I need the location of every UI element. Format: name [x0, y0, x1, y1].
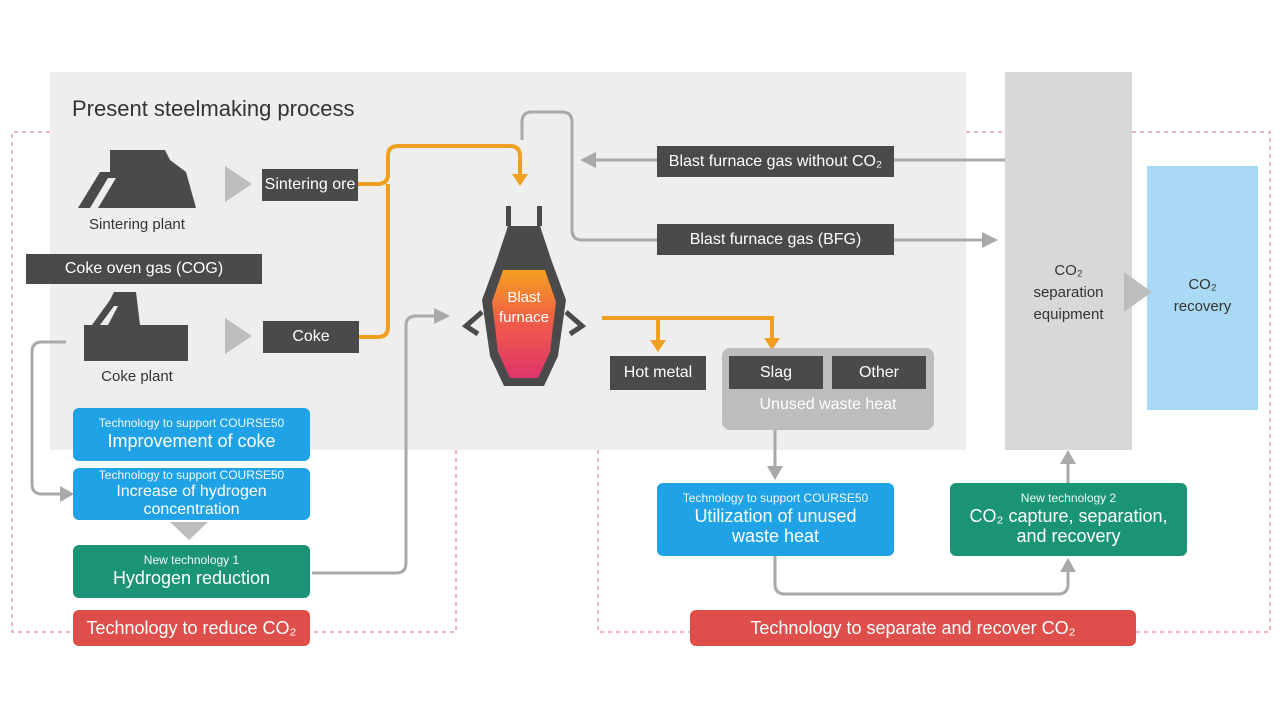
co2-separation-label: CO₂ separation equipment [1005, 260, 1132, 325]
co2-recovery-line1: CO₂ [1188, 276, 1217, 293]
hydrogen-to-furnace-arrowhead [434, 308, 450, 324]
bfg-box: Blast furnace gas (BFG) [657, 224, 894, 255]
new-technology-2: New technology 2 CO₂ capture, separation… [950, 483, 1187, 556]
tech-coke-sub: Technology to support COURSE50 [98, 416, 285, 431]
tech-heat-line2: waste heat [731, 526, 820, 547]
co2-separation-line3: equipment [1033, 305, 1104, 323]
coke-box: Coke [263, 321, 359, 353]
tech-heat-sub: Technology to support COURSE50 [682, 490, 869, 505]
recovery-panel [1147, 166, 1258, 410]
sintering-plant-icon [78, 150, 196, 208]
blast-furnace-icon [461, 206, 587, 386]
co2-separation-line1: CO₂ [1054, 262, 1083, 279]
sintering-ore-box: Sintering ore [262, 169, 358, 201]
separate-co2-dashed-frame [597, 131, 1271, 633]
blast-furnace-label: Blast furnace [494, 288, 554, 327]
blast-furnace-label-line1: Blast [507, 289, 541, 306]
orange-flows [358, 144, 774, 342]
slag-box: Slag [729, 356, 823, 389]
separation-to-recovery-arrow [1124, 272, 1152, 312]
new-technology-1: New technology 1 Hydrogen reduction [73, 545, 310, 598]
coke-oven-gas-box: Coke oven gas (COG) [26, 254, 262, 284]
unused-waste-heat-label: Unused waste heat [759, 396, 897, 413]
process-title: Present steelmaking process [72, 96, 355, 121]
sintering-plant-label: Sintering plant [89, 216, 185, 233]
new-tech-2-sub: New technology 2 [1020, 490, 1117, 505]
co2-recovery-label: CO₂ recovery [1147, 274, 1258, 318]
co2-separation-line2: separation [1033, 283, 1104, 301]
tech-hydrogen-sub: Technology to support COURSE50 [98, 467, 285, 482]
bfg-arrowhead [982, 232, 998, 248]
coke-plant-label: Coke plant [101, 368, 173, 385]
tech-improvement-of-coke: Technology to support COURSE50 Improveme… [73, 408, 310, 461]
slag-arrowhead [764, 338, 780, 350]
furnace-input-arrowhead [512, 174, 528, 186]
coke-arrow [225, 318, 252, 354]
new-tech-1-sub: New technology 1 [143, 553, 240, 568]
tech-hydrogen-main: Increase of hydrogen concentration [116, 482, 267, 518]
reduce-co2-dashed-frame [11, 131, 457, 633]
new-tech-2-line2: and recovery [1016, 526, 1121, 547]
separation-equipment-panel [1005, 72, 1132, 450]
other-box: Other [832, 356, 926, 389]
tech-hydrogen-concentration: Technology to support COURSE50 Increase … [73, 468, 310, 520]
capture-to-separation-arrowhead [1060, 450, 1076, 464]
coke-plant-icon [84, 292, 188, 361]
hydrogen-feed-arrowhead [60, 486, 74, 502]
hot-metal-box: Hot metal [610, 356, 706, 390]
tech-utilization-waste-heat: Technology to support COURSE50 Utilizati… [657, 483, 894, 556]
bfg-return-arrowhead [580, 152, 596, 168]
tech-down-arrow [170, 522, 208, 540]
bfg-without-co2-box: Blast furnace gas without CO₂ [657, 146, 894, 177]
blast-furnace-label-line2: furnace [498, 308, 550, 326]
tech-heat-line1: Utilization of unused [694, 505, 857, 526]
tech-separate-recover-co2: Technology to separate and recover CO₂ [690, 610, 1136, 646]
sinter-arrow [225, 166, 252, 202]
tech-coke-main: Improvement of coke [107, 431, 276, 452]
new-tech-1-main: Hydrogen reduction [112, 568, 271, 589]
hot-metal-arrowhead [650, 340, 666, 352]
waste-heat-arrowhead [767, 466, 783, 480]
tech-reduce-co2: Technology to reduce CO₂ [73, 610, 310, 646]
co2-recovery-line2: recovery [1173, 297, 1232, 315]
heat-to-capture-arrowhead [1060, 558, 1076, 572]
new-tech-2-line1: CO₂ capture, separation, [969, 505, 1168, 526]
